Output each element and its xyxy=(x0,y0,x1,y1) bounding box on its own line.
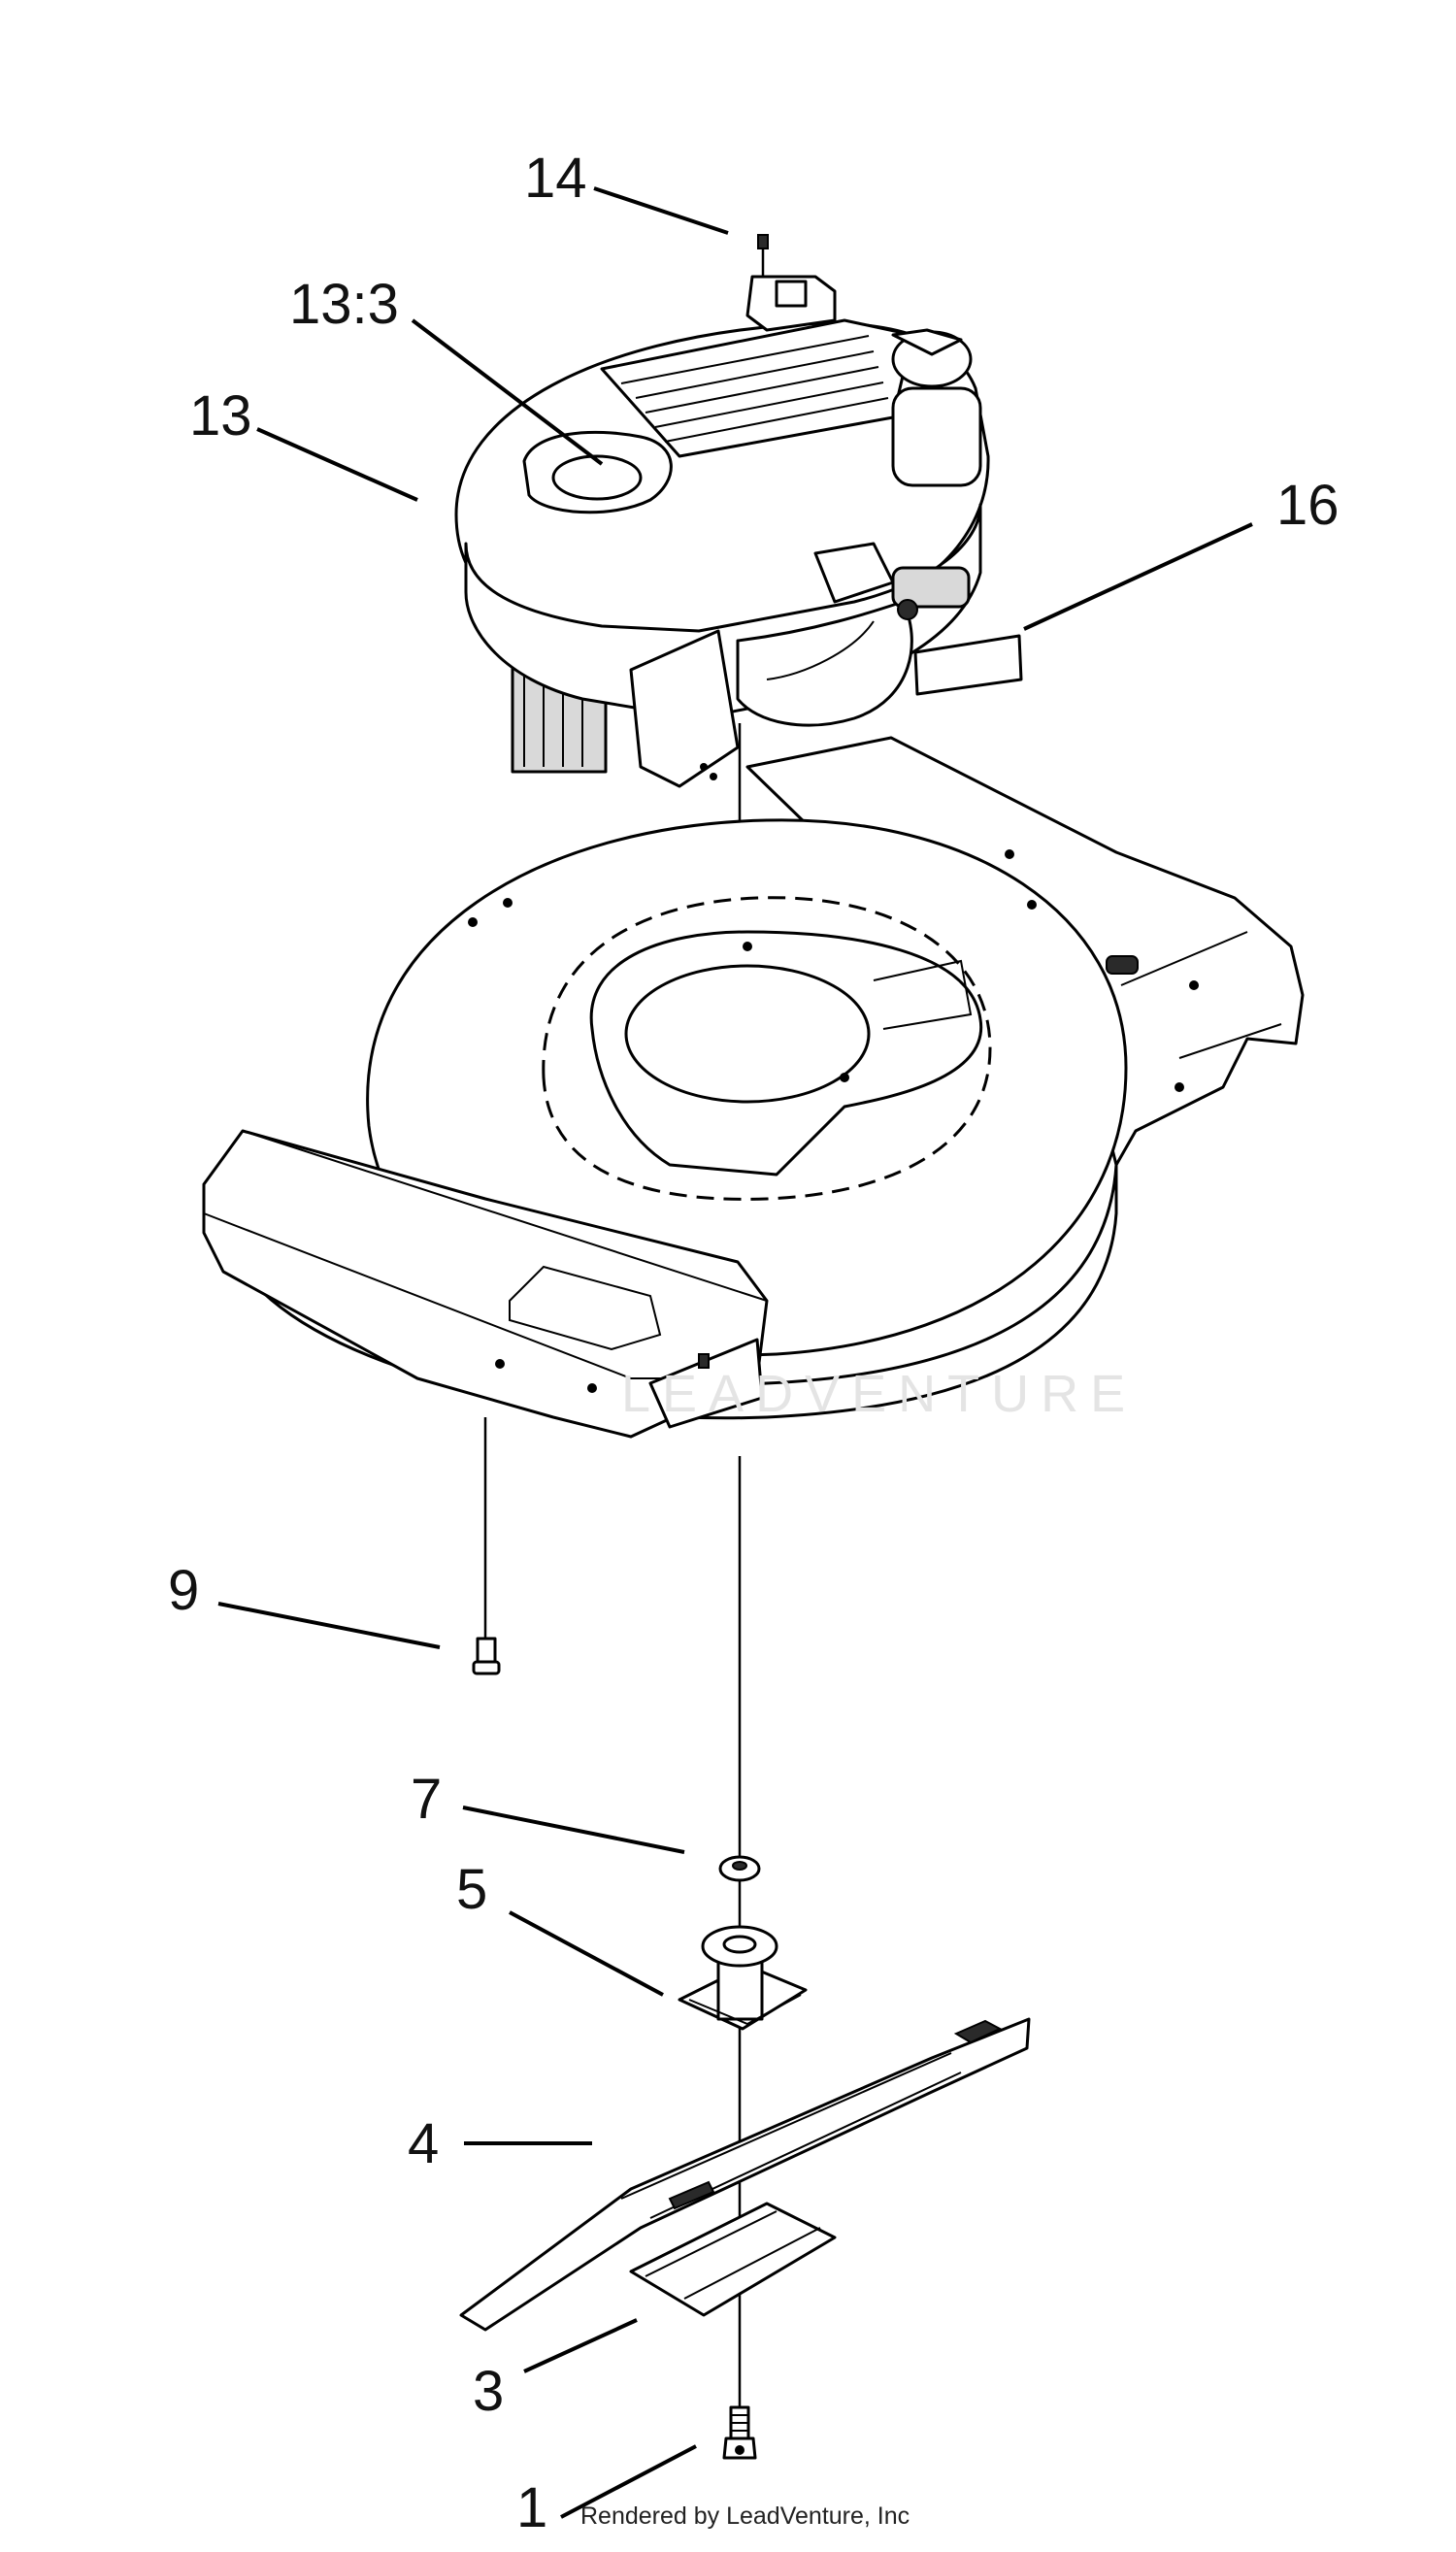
callout-4: 4 xyxy=(408,2112,440,2175)
leader-16 xyxy=(1023,522,1253,631)
watermark: LEADVENTURE xyxy=(621,1365,1138,1423)
leader-13 xyxy=(256,427,418,502)
deck-bolt xyxy=(472,1637,501,1675)
leader-1 xyxy=(560,2444,697,2519)
callout-7: 7 xyxy=(411,1768,443,1831)
callout-9: 9 xyxy=(168,1559,200,1622)
callout-1: 1 xyxy=(516,2476,548,2539)
leader-7 xyxy=(462,1806,685,1854)
blade-bolt xyxy=(722,2405,757,2460)
callout-5: 5 xyxy=(456,1858,488,1921)
leader-3 xyxy=(523,2318,638,2373)
callout-3: 3 xyxy=(473,2360,505,2423)
leader-5 xyxy=(509,1910,664,1997)
mower-deck xyxy=(202,736,1305,1439)
engine-screw xyxy=(757,234,769,249)
blade-adapter xyxy=(678,1925,808,2031)
leader-13-3 xyxy=(411,318,604,466)
callout-14: 14 xyxy=(524,147,587,210)
leader-14 xyxy=(593,186,729,235)
blade xyxy=(459,2017,1031,2332)
blade-stiffener xyxy=(629,2202,837,2317)
callout-13-3: 13:3 xyxy=(289,273,399,336)
engine xyxy=(454,275,1023,788)
callout-13: 13 xyxy=(189,384,252,447)
leader-9 xyxy=(217,1602,441,1649)
footer-credit: Rendered by LeadVenture, Inc xyxy=(580,2502,910,2530)
callout-16: 16 xyxy=(1276,474,1340,537)
nut xyxy=(718,1855,761,1882)
